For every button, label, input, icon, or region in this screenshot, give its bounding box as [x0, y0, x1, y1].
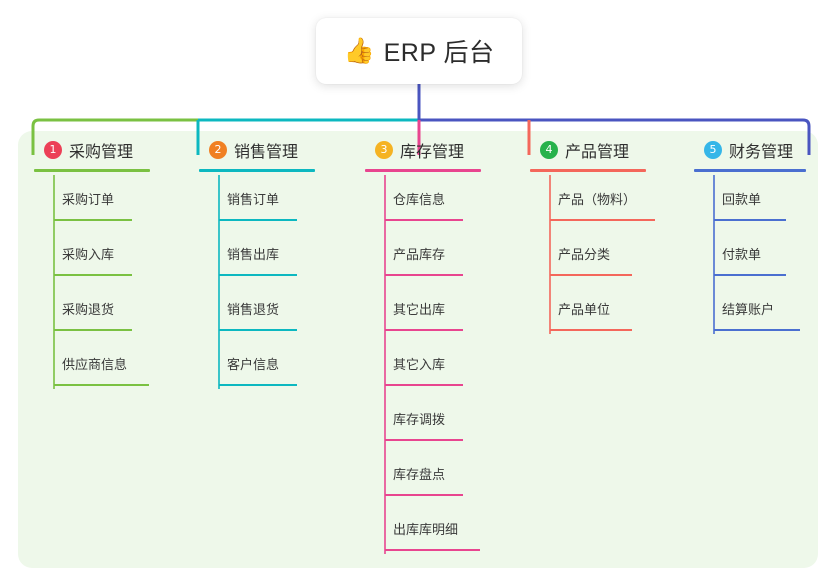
list-item-underline: [714, 219, 786, 221]
list-item-underline: [714, 329, 800, 331]
list-item-label: 产品分类: [558, 247, 611, 262]
list-item-underline: [550, 274, 632, 276]
list-item[interactable]: 付款单: [692, 227, 806, 282]
list-item-label: 库存调拨: [393, 412, 446, 427]
list-item-underline: [385, 329, 463, 331]
column-2: 2 销售管理销售订单销售出库销售退货客户信息: [197, 131, 315, 392]
columns-container: 1 采购管理采购订单采购入库采购退货供应商信息 2 销售管理销售订单销售出库销售退货客…: [0, 131, 839, 568]
column-1: 1 采购管理采购订单采购入库采购退货供应商信息: [32, 131, 150, 392]
list-item-underline: [385, 549, 480, 551]
column-3: 3 库存管理仓库信息产品库存其它出库其它入库库存调拨库存盘点出库库明细: [363, 131, 481, 557]
list-item[interactable]: 产品（物料）: [528, 172, 655, 227]
column-header-4[interactable]: 4 产品管理: [528, 131, 646, 169]
column-header-3[interactable]: 3 库存管理: [363, 131, 481, 169]
list-item[interactable]: 产品单位: [528, 282, 646, 337]
list-item-label: 结算账户: [722, 302, 775, 317]
column-underline: [530, 169, 646, 172]
list-item-label: 采购订单: [62, 192, 115, 207]
list-item[interactable]: 采购订单: [32, 172, 150, 227]
list-item-underline: [385, 494, 463, 496]
list-item[interactable]: 其它出库: [363, 282, 481, 337]
list-item-label: 销售退货: [227, 302, 280, 317]
list-item[interactable]: 其它入库: [363, 337, 481, 392]
list-item-label: 采购入库: [62, 247, 115, 262]
column-title: 采购管理: [69, 144, 134, 161]
column-index-badge: 2: [209, 141, 227, 159]
list-item-underline: [385, 274, 463, 276]
list-item-underline: [385, 219, 463, 221]
column-title: 财务管理: [729, 144, 794, 161]
column-index-badge: 4: [540, 141, 558, 159]
list-item-underline: [54, 274, 132, 276]
list-item[interactable]: 仓库信息: [363, 172, 481, 227]
column-title: 库存管理: [400, 144, 465, 161]
list-item-underline: [219, 329, 297, 331]
list-item[interactable]: 客户信息: [197, 337, 315, 392]
thumbs-up-icon: 👍: [343, 36, 375, 65]
column-underline: [199, 169, 315, 172]
list-item-underline: [714, 274, 786, 276]
column-underline: [694, 169, 806, 172]
list-item-label: 销售订单: [227, 192, 280, 207]
column-items: 回款单付款单结算账户: [692, 172, 806, 337]
list-item-label: 客户信息: [227, 357, 280, 372]
list-item-underline: [219, 274, 297, 276]
list-item-label: 库存盘点: [393, 467, 446, 482]
list-item-label: 采购退货: [62, 302, 115, 317]
column-index-badge: 1: [44, 141, 62, 159]
column-index-badge: 5: [704, 141, 722, 159]
list-item[interactable]: 销售退货: [197, 282, 315, 337]
list-item-underline: [54, 219, 132, 221]
column-underline: [34, 169, 150, 172]
list-item-label: 仓库信息: [393, 192, 446, 207]
column-header-1[interactable]: 1 采购管理: [32, 131, 150, 169]
list-item[interactable]: 产品库存: [363, 227, 481, 282]
list-item[interactable]: 采购退货: [32, 282, 150, 337]
column-header-2[interactable]: 2 销售管理: [197, 131, 315, 169]
column-underline: [365, 169, 481, 172]
list-item-underline: [550, 219, 655, 221]
list-item-underline: [54, 384, 149, 386]
column-items: 销售订单销售出库销售退货客户信息: [197, 172, 315, 392]
list-item-label: 其它入库: [393, 357, 446, 372]
list-item[interactable]: 采购入库: [32, 227, 150, 282]
list-item[interactable]: 供应商信息: [32, 337, 150, 392]
list-item-label: 付款单: [722, 247, 762, 262]
list-item-label: 出库库明细: [393, 522, 459, 537]
column-title: 销售管理: [234, 144, 299, 161]
list-item[interactable]: 库存盘点: [363, 447, 481, 502]
list-item[interactable]: 销售订单: [197, 172, 315, 227]
list-item-underline: [385, 439, 463, 441]
list-item[interactable]: 结算账户: [692, 282, 806, 337]
column-index-badge: 3: [375, 141, 393, 159]
column-4: 4 产品管理产品（物料） 产品分类产品单位: [528, 131, 655, 337]
list-item[interactable]: 库存调拨: [363, 392, 481, 447]
column-items: 仓库信息产品库存其它出库其它入库库存调拨库存盘点出库库明细: [363, 172, 481, 557]
list-item-underline: [54, 329, 132, 331]
list-item-label: 其它出库: [393, 302, 446, 317]
list-item-label: 产品（物料）: [558, 192, 637, 207]
column-5: 5 财务管理回款单付款单结算账户: [692, 131, 806, 337]
list-item-label: 产品库存: [393, 247, 446, 262]
column-items: 采购订单采购入库采购退货供应商信息: [32, 172, 150, 392]
list-item-underline: [385, 384, 463, 386]
list-item[interactable]: 销售出库: [197, 227, 315, 282]
list-item-label: 回款单: [722, 192, 762, 207]
root-title-card[interactable]: 👍 ERP 后台: [316, 18, 522, 84]
list-item-underline: [219, 219, 297, 221]
list-item-label: 销售出库: [227, 247, 280, 262]
list-item-label: 产品单位: [558, 302, 611, 317]
list-item-underline: [219, 384, 297, 386]
list-item-label: 供应商信息: [62, 357, 128, 372]
column-header-5[interactable]: 5 财务管理: [692, 131, 806, 169]
list-item-underline: [550, 329, 632, 331]
list-item[interactable]: 回款单: [692, 172, 806, 227]
column-items: 产品（物料） 产品分类产品单位: [528, 172, 655, 337]
column-title: 产品管理: [565, 144, 630, 161]
list-item[interactable]: 产品分类: [528, 227, 646, 282]
page-title: ERP 后台: [383, 39, 495, 67]
list-item[interactable]: 出库库明细: [363, 502, 481, 557]
